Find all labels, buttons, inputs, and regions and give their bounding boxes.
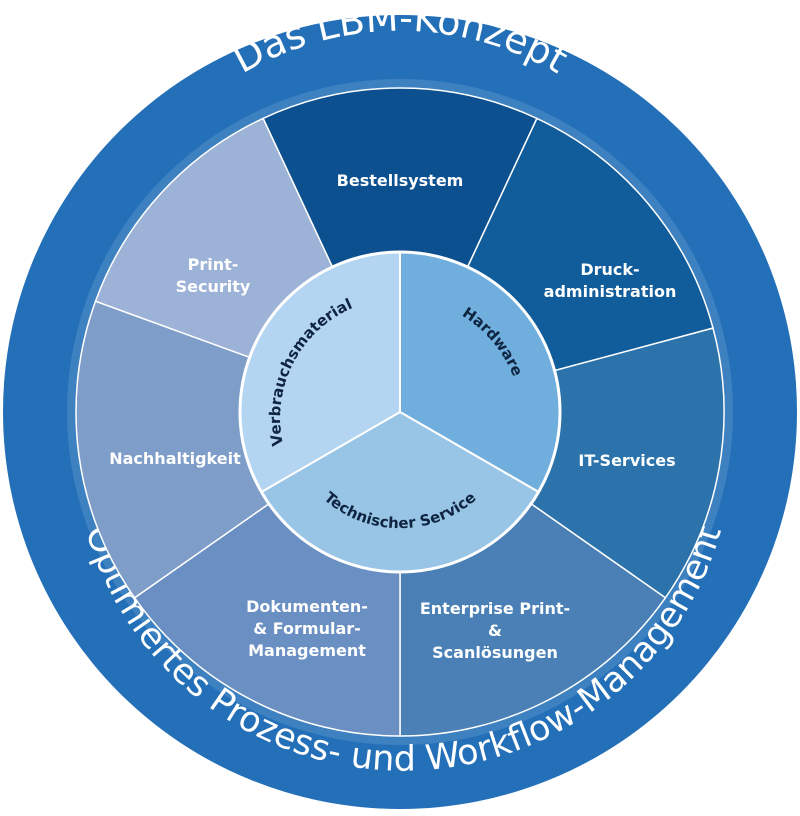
core-circle (238, 250, 562, 574)
segment-label-line: & (488, 621, 502, 640)
segment-label-line: Druck- (580, 260, 639, 279)
segment-label-dokumenten-management: Dokumenten- & Formular- Management (246, 597, 368, 660)
segment-nachhaltigkeit (75, 300, 402, 599)
segment-label-line: Bestellsystem (337, 171, 464, 190)
segment-label-bestellsystem: Bestellsystem (337, 171, 464, 190)
segment-bestellsystem (262, 87, 538, 414)
segment-label-line: Nachhaltigkeit (109, 449, 241, 468)
segment-label-enterprise-print: Enterprise Print- & Scanlösungen (420, 599, 570, 662)
segment-label-line: Enterprise Print- (420, 599, 570, 618)
segment-label-line: IT-Services (578, 451, 675, 470)
core-outline (238, 250, 562, 574)
segment-label-line: administration (544, 282, 677, 301)
segment-label-line: Security (176, 277, 251, 296)
segment-label-line: Print- (188, 255, 239, 274)
segment-label-print-security: Print- Security (176, 255, 251, 296)
segment-label-line: Scanlösungen (432, 643, 558, 662)
segment-label-line: & Formular- (253, 619, 361, 638)
segment-label-druckadministration: Druck-administration (544, 260, 677, 301)
segment-label-nachhaltigkeit: Nachhaltigkeit (109, 449, 241, 468)
segment-label-line: Management (248, 641, 366, 660)
segment-label-it-services: IT-Services (578, 451, 675, 470)
segment-label-line: Dokumenten- (246, 597, 368, 616)
